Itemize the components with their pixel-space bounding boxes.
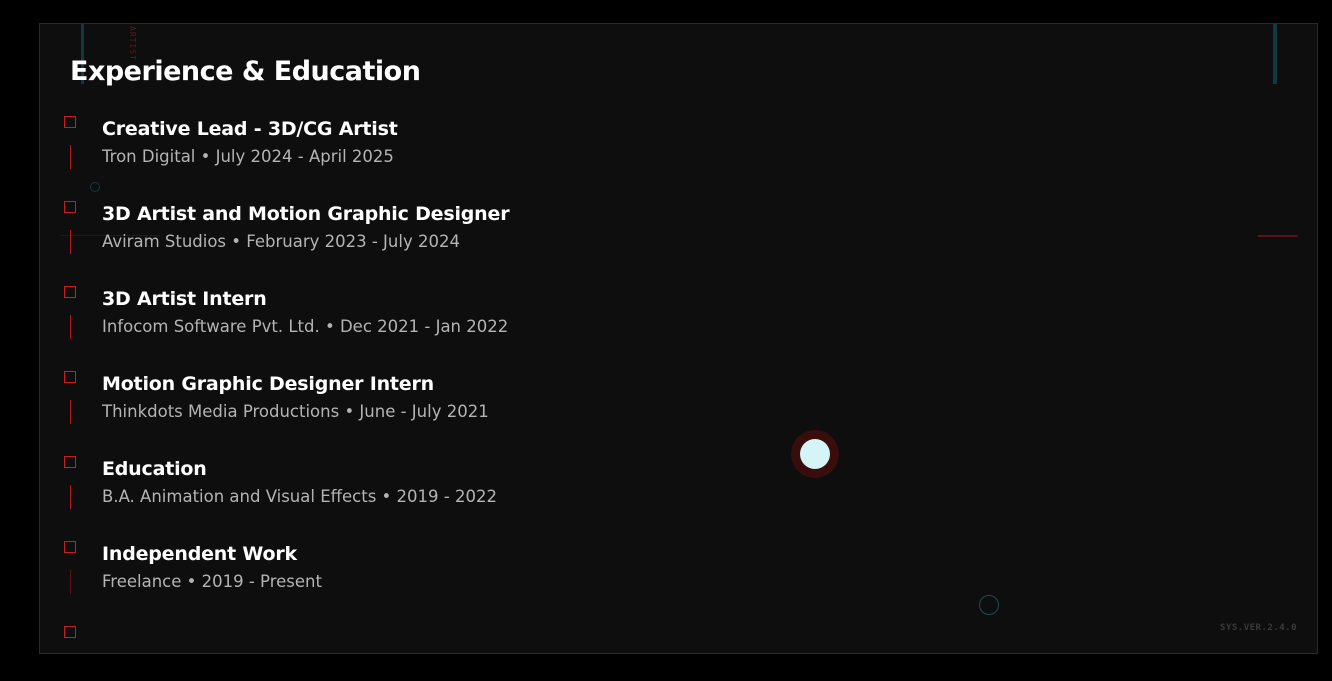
entry-title: 3D Artist and Motion Graphic Designer bbox=[102, 203, 510, 225]
section-title: Experience & Education bbox=[70, 56, 421, 87]
version-label: SYS.VER.2.4.0 bbox=[1220, 623, 1297, 633]
entry-title: Independent Work bbox=[102, 543, 297, 565]
timeline-marker-icon bbox=[64, 456, 76, 468]
decorative-line-right bbox=[1258, 235, 1298, 237]
timeline-marker-icon bbox=[64, 116, 76, 128]
decorative-circle-icon bbox=[90, 182, 100, 192]
timeline-marker-icon bbox=[64, 201, 76, 213]
decorative-bar-right bbox=[1273, 24, 1277, 84]
entry-subtitle: B.A. Animation and Visual Effects • 2019… bbox=[102, 487, 497, 506]
timeline-entry: 3D Artist Intern Infocom Software Pvt. L… bbox=[64, 286, 664, 371]
timeline-connector bbox=[70, 400, 71, 424]
experience-panel: ARTIST Experience & Education Creative L… bbox=[39, 23, 1318, 654]
timeline-marker-icon bbox=[64, 371, 76, 383]
glow-dot-core bbox=[800, 439, 830, 469]
timeline-entry: Creative Lead - 3D/CG Artist Tron Digita… bbox=[64, 116, 664, 201]
entry-subtitle: Freelance • 2019 - Present bbox=[102, 572, 322, 591]
decorative-vertical-text: ARTIST bbox=[128, 26, 137, 61]
timeline-connector bbox=[70, 145, 71, 169]
timeline-marker-icon bbox=[64, 286, 76, 298]
entry-subtitle: Aviram Studios • February 2023 - July 20… bbox=[102, 232, 460, 251]
entry-subtitle: Thinkdots Media Productions • June - Jul… bbox=[102, 402, 489, 421]
timeline-entry: Independent Work Freelance • 2019 - Pres… bbox=[64, 541, 664, 626]
entry-subtitle: Infocom Software Pvt. Ltd. • Dec 2021 - … bbox=[102, 317, 509, 336]
entry-title: Creative Lead - 3D/CG Artist bbox=[102, 118, 398, 140]
timeline-entry: Motion Graphic Designer Intern Thinkdots… bbox=[64, 371, 664, 456]
timeline-marker-icon bbox=[64, 541, 76, 553]
decorative-line-left bbox=[60, 235, 160, 236]
timeline-connector bbox=[70, 485, 71, 509]
decorative-ring-icon bbox=[979, 595, 999, 615]
entry-title: Education bbox=[102, 458, 207, 480]
decorative-bar-left bbox=[81, 24, 84, 84]
timeline-entry: 3D Artist and Motion Graphic Designer Av… bbox=[64, 201, 664, 286]
entry-title: Motion Graphic Designer Intern bbox=[102, 373, 434, 395]
timeline-entry: Education B.A. Animation and Visual Effe… bbox=[64, 456, 664, 541]
entry-subtitle: Tron Digital • July 2024 - April 2025 bbox=[102, 147, 394, 166]
timeline-connector bbox=[70, 570, 71, 594]
glow-dot-icon bbox=[791, 430, 839, 478]
entry-title: 3D Artist Intern bbox=[102, 288, 267, 310]
timeline-connector bbox=[70, 315, 71, 339]
timeline-end-marker-icon bbox=[64, 626, 76, 638]
timeline-connector bbox=[70, 230, 71, 254]
